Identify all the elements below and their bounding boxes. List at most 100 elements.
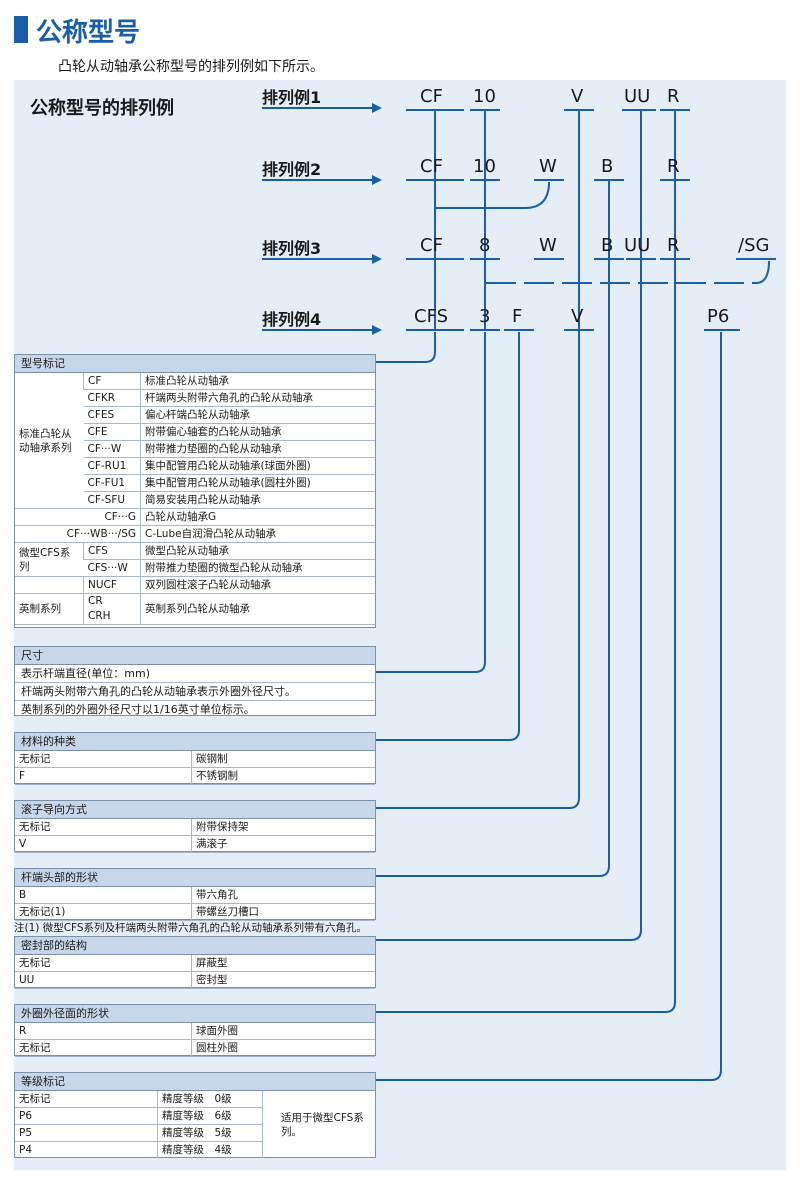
code-symbol: R (667, 235, 680, 256)
desc-cell: 双列圆柱滚子凸轮从动轴承 (140, 576, 375, 594)
code-symbol: CFS (414, 306, 449, 327)
model-table-title: 型号标记 (15, 355, 375, 373)
code-cell: CF···W (83, 440, 141, 458)
code-symbol: 8 (479, 235, 491, 256)
code-symbol: CF (420, 156, 443, 177)
desc-cell: 附带偏心轴套的凸轮从动轴承 (140, 423, 375, 441)
footnote: 注(1) 微型CFS系列及杆端两头附带六角孔的凸轮从动轴承系列带有六角孔。 (14, 922, 368, 934)
code-cell: P6 (15, 1107, 158, 1125)
code-cell: CF···G (15, 508, 141, 526)
desc-cell: 精度等级 4级 (157, 1141, 263, 1158)
code-cell: 无标记 (15, 1039, 192, 1057)
desc-cell: 英制系列凸轮从动轴承 (140, 593, 375, 625)
code-symbol: 3 (479, 306, 491, 327)
code-cell: CFS (83, 542, 141, 560)
intro-text: 凸轮从动轴承公称型号的排列例如下所示。 (58, 59, 324, 75)
desc-cell: 不锈钢制 (191, 767, 375, 785)
example-2-label: 排列例2 (262, 160, 322, 179)
group-label: 标准凸轮从动轴承系列 (15, 373, 84, 509)
code-cell: F (15, 767, 192, 785)
code-cell: CF (83, 373, 141, 390)
desc-cell: 集中配管用凸轮从动轴承(圆柱外圈) (140, 474, 375, 492)
table-row: 无标记 精度等级 0级 适用于微型CFS系列。 (15, 1091, 375, 1158)
table-row: 无标记碳钢制 (15, 751, 375, 768)
code-symbol: W (539, 156, 557, 177)
desc-cell: 密封型 (191, 971, 375, 989)
roller-box-title: 滚子导向方式 (15, 801, 375, 819)
code-cell: 无标记 (15, 1091, 158, 1108)
table-row: 标准凸轮从动轴承系列 CF 标准凸轮从动轴承 (15, 373, 375, 509)
table-row: 无标记(1)带螺丝刀槽口 (15, 903, 375, 921)
desc-cell: 满滚子 (191, 835, 375, 853)
desc-cell: 附带推力垫圈的凸轮从动轴承 (140, 440, 375, 458)
desc-cell: 球面外圈 (191, 1023, 375, 1040)
group-label: 微型CFS系列 (15, 542, 84, 577)
code-symbol: /SG (738, 235, 770, 256)
size-line: 英制系列的外圈外径尺寸以1/16英寸单位标示。 (21, 703, 255, 716)
desc-cell: 附带保持架 (191, 819, 375, 836)
code-symbol: V (571, 306, 584, 327)
desc-cell: 精度等级 0级 (157, 1091, 263, 1108)
code-cell: CF-FU1 (83, 474, 141, 492)
code-cell: 无标记 (15, 819, 192, 836)
table-row: 无标记附带保持架 (15, 819, 375, 836)
desc-cell: 精度等级 6级 (157, 1107, 263, 1125)
desc-cell: 集中配管用凸轮从动轴承(球面外圈) (140, 457, 375, 475)
desc-cell: C-Lube自润滑凸轮从动轴承 (140, 525, 375, 543)
panel-title: 公称型号的排列例 (30, 98, 174, 119)
stud-box-title: 杆端头部的形状 (15, 869, 375, 887)
code-cell: CF-RU1 (83, 457, 141, 475)
code-crh: CRH (88, 610, 111, 622)
code-cell: CFE (83, 423, 141, 441)
material-box-title: 材料的种类 (15, 733, 375, 751)
desc-cell: 凸轮从动轴承G (140, 508, 375, 526)
code-cell: 无标记 (15, 751, 192, 768)
seal-box-title: 密封部的结构 (15, 937, 375, 955)
code-cell: CFES (83, 406, 141, 424)
code-symbol: 10 (473, 156, 496, 177)
code-symbol: P6 (707, 306, 730, 327)
table-row: 无标记屏蔽型 (15, 955, 375, 972)
code-symbol: W (539, 235, 557, 256)
code-cell: R (15, 1023, 192, 1040)
code-cell: P5 (15, 1124, 158, 1142)
code-cell: CF···WB···/SG (15, 525, 141, 543)
desc-cell: 微型凸轮从动轴承 (140, 542, 375, 560)
code-symbol: B (601, 156, 614, 177)
example-3-label: 排列例3 (262, 239, 322, 258)
code-symbol: UU (624, 86, 651, 107)
size-line: 杆端两头附带六角孔的凸轮从动轴承表示外圈外径尺寸。 (15, 683, 375, 701)
code-cell: B (15, 887, 192, 904)
page-title: 公称型号 (36, 18, 141, 48)
code-symbol: 10 (473, 86, 496, 107)
size-box: 尺寸 表示杆端直径(单位：mm) 杆端两头附带六角孔的凸轮从动轴承表示外圈外径尺… (14, 646, 376, 716)
code-cell: CFS···W (83, 559, 141, 577)
desc-cell: 标准凸轮从动轴承 (140, 373, 375, 390)
table-row: 微型CFS系列 CFS 微型凸轮从动轴承 (15, 542, 375, 577)
code-symbol: CF (420, 86, 443, 107)
desc-cell: 圆柱外圈 (191, 1039, 375, 1057)
